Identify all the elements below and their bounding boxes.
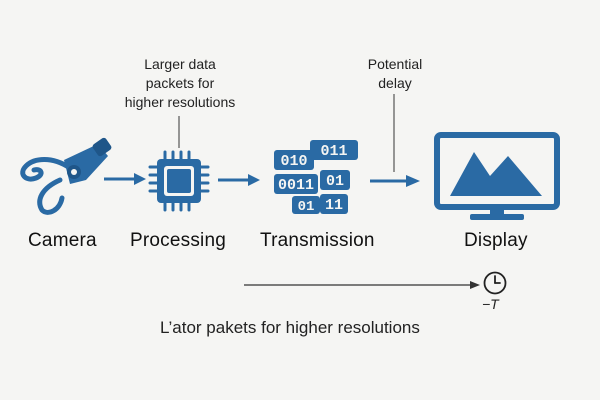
packet-bits: 01 bbox=[326, 173, 344, 190]
annotation-line: packets for bbox=[145, 75, 215, 91]
annotation-leader-line bbox=[178, 116, 180, 148]
stage-label-processing: Processing bbox=[130, 230, 226, 251]
footnote: L’ator pakets for higher resolutions bbox=[160, 318, 420, 337]
stage-label-display: Display bbox=[464, 230, 528, 251]
annotation-line: Larger data bbox=[144, 56, 216, 72]
flow-arrow bbox=[370, 175, 420, 187]
annotation-line: delay bbox=[378, 75, 412, 91]
packet-bits: 11 bbox=[325, 197, 343, 214]
annotation-line: Potential bbox=[367, 56, 423, 72]
clock-icon bbox=[483, 271, 507, 295]
packet-bits: 0011 bbox=[278, 177, 314, 194]
camera-icon bbox=[20, 137, 112, 215]
annotation-line: higher resolutions bbox=[124, 94, 236, 110]
stage-label-transmission: Transmission bbox=[260, 230, 375, 251]
delay-annotation: Potential delay bbox=[350, 55, 440, 93]
timeline-arrow bbox=[244, 281, 480, 289]
monitor-icon bbox=[434, 132, 560, 220]
packet-bits: 010 bbox=[280, 153, 307, 170]
stage-label-camera: Camera bbox=[28, 230, 97, 251]
flow-arrow bbox=[104, 173, 146, 185]
chip-icon bbox=[148, 150, 210, 212]
packet-bits: 01 bbox=[298, 199, 315, 215]
time-label: −T bbox=[482, 296, 499, 312]
processing-annotation: Larger data packets for higher resolutio… bbox=[108, 55, 252, 112]
flow-arrow bbox=[218, 174, 260, 186]
annotation-leader-line bbox=[393, 94, 395, 172]
data-packets-icon: 011 010 0011 01 01 11 bbox=[274, 140, 358, 215]
packet-bits: 011 bbox=[320, 143, 347, 160]
